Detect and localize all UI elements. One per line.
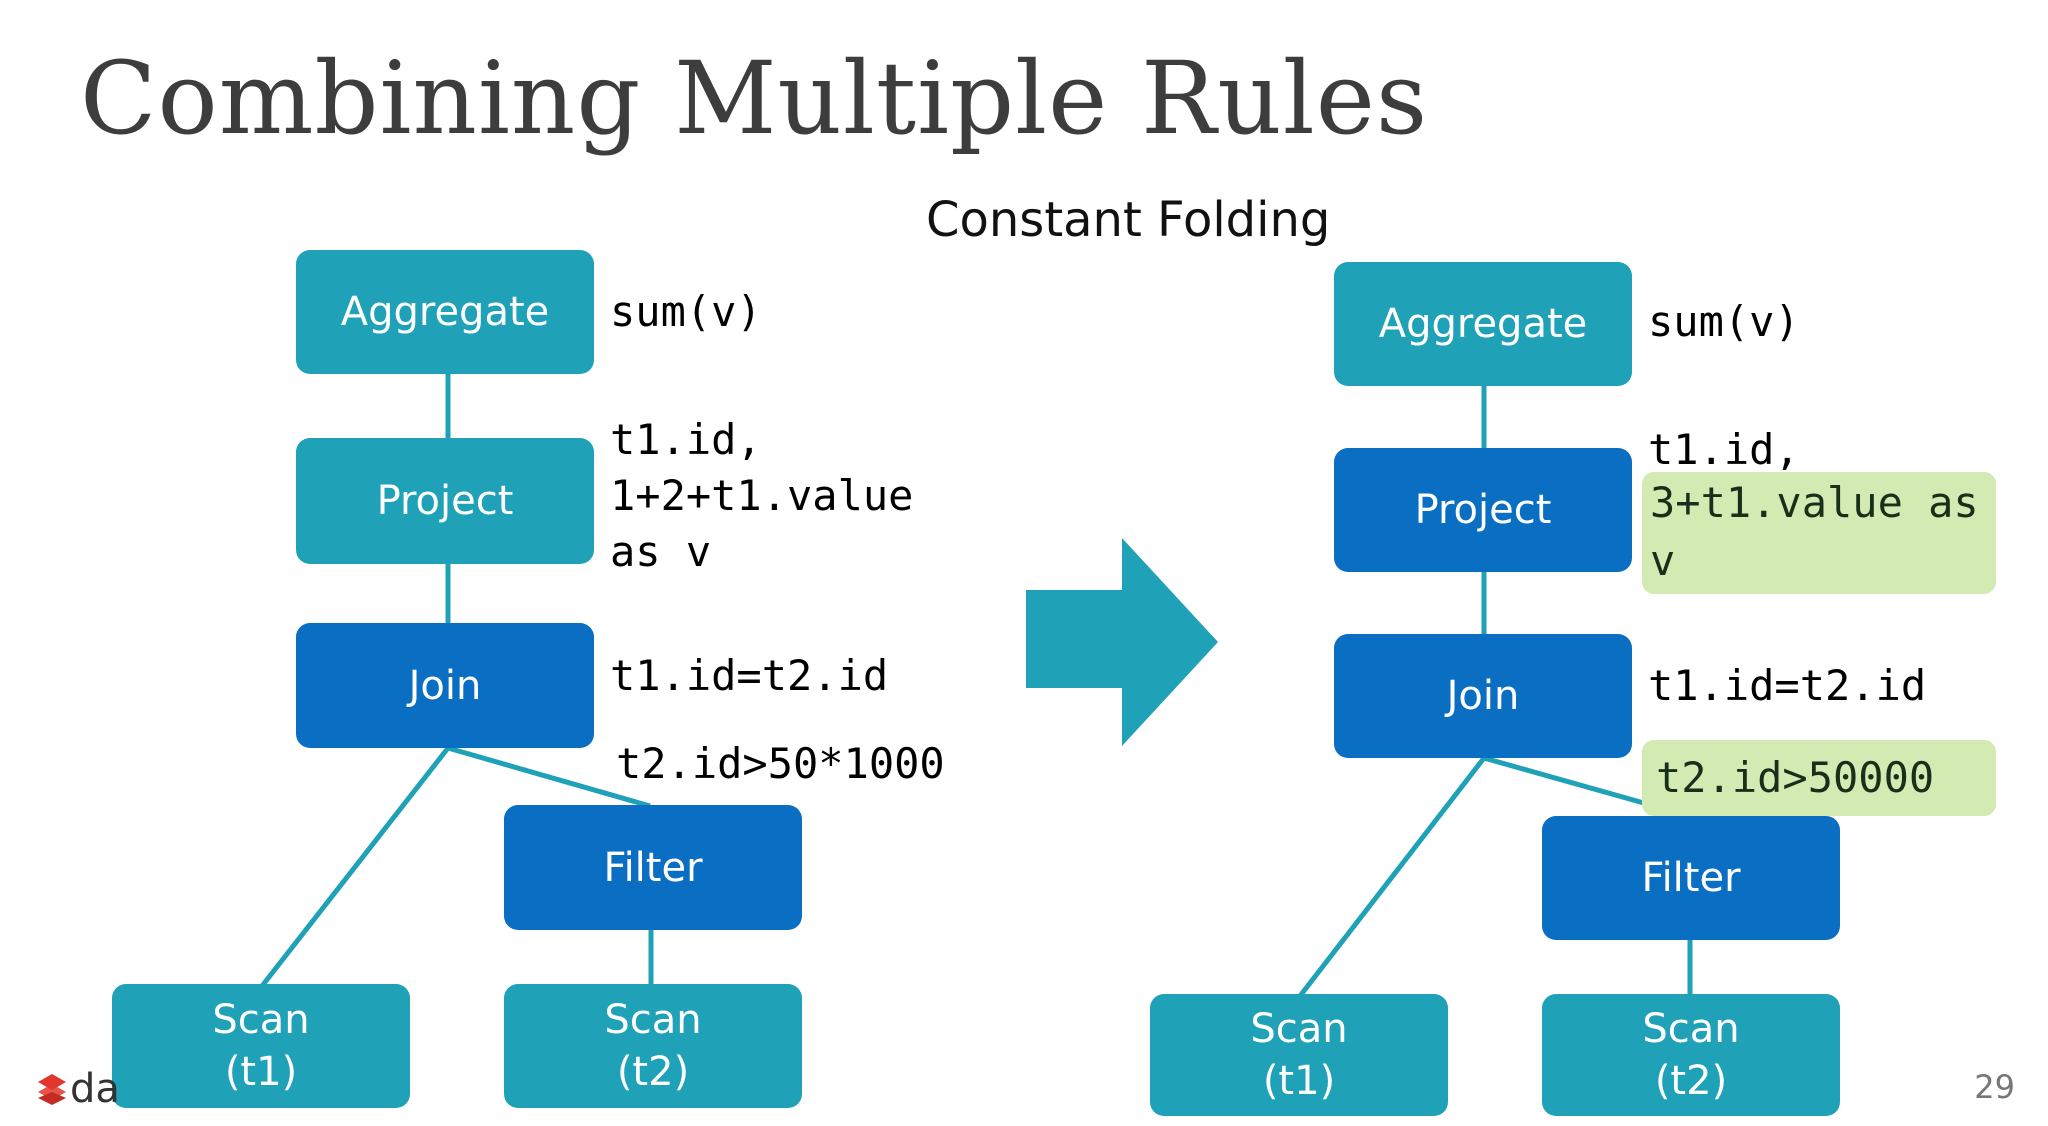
right-scan-t1-node: Scan (t1): [1150, 994, 1448, 1116]
right-project-folded-highlight: 3+t1.value as v: [1642, 472, 1996, 594]
page-number: 29: [1974, 1068, 2015, 1106]
right-join-expr: t1.id=t2.id: [1648, 661, 1927, 710]
left-scan-t2-node: Scan (t2): [504, 984, 802, 1108]
right-scan-t1-line1: Scan: [1250, 1006, 1348, 1052]
left-aggregate-node: Aggregate: [296, 250, 594, 374]
left-scan-t2-line2: (t2): [616, 1049, 690, 1095]
right-project-expr-first: t1.id,: [1648, 425, 1800, 474]
edge-right-join-scan-t1: [1298, 756, 1486, 998]
right-filter-label: Filter: [1641, 855, 1741, 901]
left-filter-label: Filter: [603, 844, 703, 891]
company-logo: da: [36, 1066, 120, 1112]
right-aggregate-expr: sum(v): [1648, 297, 1800, 346]
right-scan-t1-line2: (t1): [1262, 1058, 1336, 1104]
edge-left-join-scan-t1: [260, 746, 450, 988]
right-join-label: Join: [1446, 673, 1520, 719]
right-aggregate-node: Aggregate: [1334, 262, 1632, 386]
right-scan-t2-line2: (t2): [1654, 1058, 1728, 1104]
right-join-node: Join: [1334, 634, 1632, 758]
left-scan-t1-node: Scan (t1): [112, 984, 410, 1108]
transform-arrow-icon: [1026, 538, 1218, 746]
left-filter-node: Filter: [504, 805, 802, 930]
left-join-node: Join: [296, 623, 594, 748]
left-aggregate-label: Aggregate: [340, 289, 550, 335]
layers-logo-icon: [38, 1074, 66, 1105]
slide-subtitle: Constant Folding: [926, 192, 1331, 248]
left-join-label: Join: [408, 662, 482, 709]
left-project-expr: t1.id, 1+2+t1.value as v: [610, 415, 914, 576]
edge-left-join-filter: [447, 745, 651, 809]
left-scan-t1-line1: Scan: [212, 997, 310, 1043]
right-project-label: Project: [1414, 487, 1552, 533]
slide-title: Combining Multiple Rules: [80, 40, 1429, 157]
logo-text: da: [70, 1066, 120, 1112]
left-aggregate-expr: sum(v): [610, 287, 762, 336]
left-scan-t2-line1: Scan: [604, 997, 702, 1043]
left-join-expr: t1.id=t2.id: [610, 651, 889, 700]
left-scan-t1-line2: (t1): [224, 1049, 298, 1095]
right-scan-t2-line1: Scan: [1642, 1006, 1740, 1052]
right-aggregate-label: Aggregate: [1378, 301, 1588, 347]
left-filter-expr: t2.id>50*1000: [616, 739, 945, 788]
right-filter-node: Filter: [1542, 816, 1840, 940]
right-scan-t2-node: Scan (t2): [1542, 994, 1840, 1116]
left-project-label: Project: [376, 478, 514, 524]
right-filter-folded-highlight: t2.id>50000: [1642, 740, 1996, 816]
right-project-node: Project: [1334, 448, 1632, 572]
left-project-node: Project: [296, 438, 594, 564]
